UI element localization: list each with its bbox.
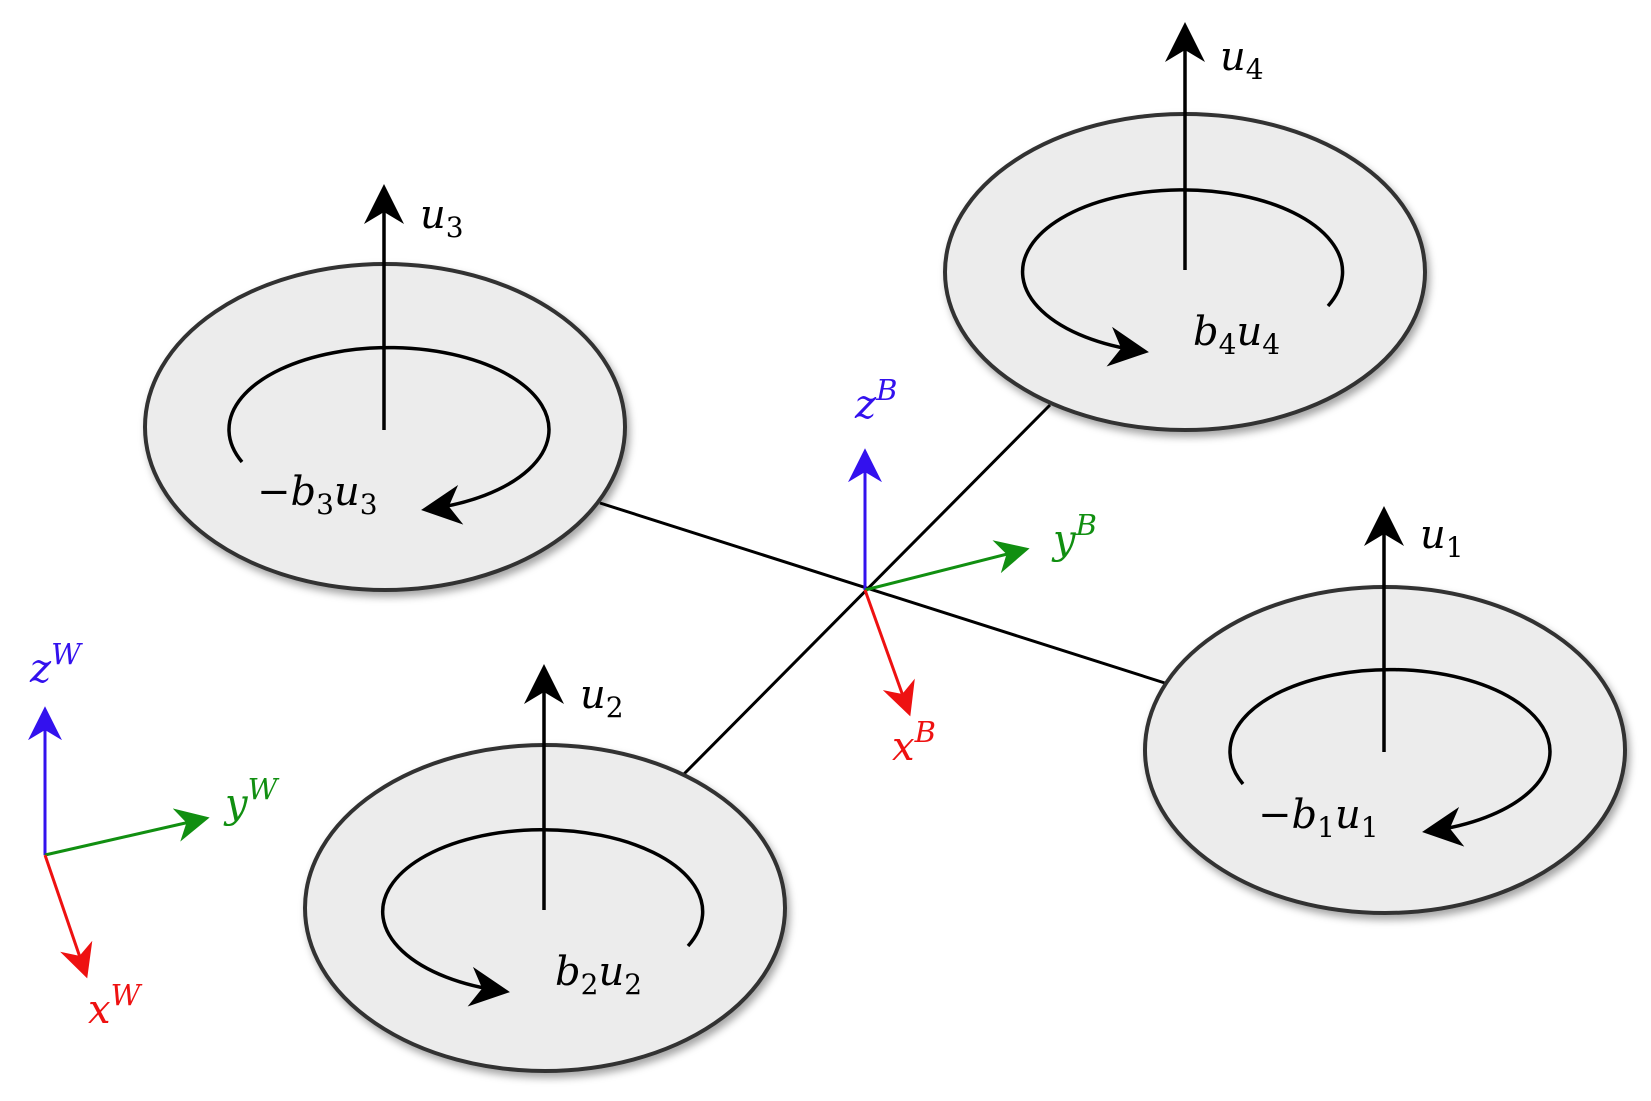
- world-x-label: xW: [88, 978, 143, 1033]
- rotor-2-spin-arrow: [380, 827, 705, 1007]
- world-y-label: yW: [223, 772, 280, 827]
- rotor-2-thrust-label: u2: [580, 672, 624, 724]
- world-x-axis: [43, 854, 93, 979]
- rotor-4: [943, 22, 1427, 432]
- body-z-label: zB: [854, 373, 897, 428]
- rotor-1-thrust-label: u1: [1420, 512, 1464, 564]
- world-z-label: zW: [29, 637, 83, 692]
- rotor-1: [1143, 506, 1627, 915]
- world-y-axis: [44, 808, 210, 857]
- rotor-3: [143, 184, 627, 592]
- body-y-axis: [864, 540, 1030, 592]
- rotor-4-spin-arrow: [1020, 188, 1345, 367]
- rotor-3-torque-label: −b3u3: [257, 469, 378, 521]
- rotor-4-thrust-label: u4: [1220, 34, 1264, 86]
- body-x-axis: [863, 589, 915, 717]
- body-y-label: yB: [1051, 508, 1097, 563]
- rotor-1-spin-arrow: [1228, 667, 1552, 847]
- body-x-label: xB: [892, 715, 936, 770]
- rotor-2: [303, 664, 787, 1073]
- rotor-3-thrust-label: u3: [420, 192, 464, 244]
- rotor-2-torque-label: b2u2: [555, 949, 642, 1001]
- arm-1-3: [599, 501, 1169, 686]
- rotor-1-torque-label: −b1u1: [1258, 792, 1379, 844]
- rotor-3-spin-arrow: [227, 345, 551, 525]
- rotor-4-torque-label: b4u4: [1193, 309, 1280, 361]
- body-frame: [848, 448, 1030, 717]
- world-frame: [28, 706, 210, 979]
